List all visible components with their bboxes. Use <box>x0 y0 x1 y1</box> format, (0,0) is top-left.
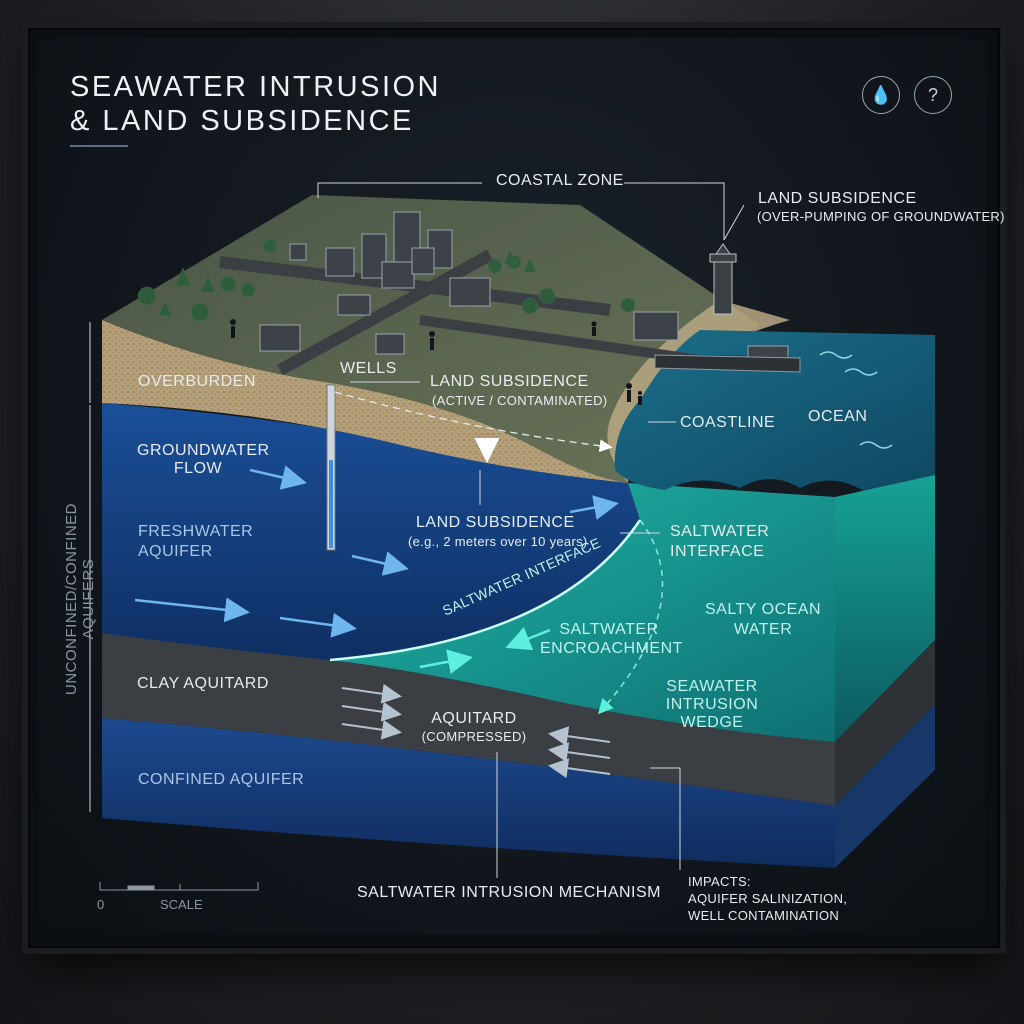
land-subsidence-mid-sub: (ACTIVE / CONTAMINATED) <box>432 393 608 408</box>
scale-bar <box>99 882 259 891</box>
mechanism-label: SALTWATER INTRUSION MECHANISM <box>357 884 661 901</box>
impacts-label: IMPACTS: AQUIFER SALINIZATION, WELL CONT… <box>688 874 848 923</box>
saltwater-interface-label: SALTWATER INTERFACE <box>670 523 770 560</box>
land-subsidence-mid-label: LAND SUBSIDENCE <box>430 373 589 390</box>
coastal-zone-label: COASTAL ZONE <box>496 172 624 189</box>
page-title: SEAWATER INTRUSION & LAND SUBSIDENCE <box>70 70 441 138</box>
overburden-label: OVERBURDEN <box>138 373 256 390</box>
title-line-2: & LAND SUBSIDENCE <box>70 105 414 137</box>
city-buildings <box>259 211 789 361</box>
right-side-clay <box>835 640 935 806</box>
freshwater-aquifer-layer <box>102 403 640 660</box>
land-subsidence-top-label: LAND SUBSIDENCE <box>758 190 917 207</box>
land-subsidence-low-sub: (e.g., 2 meters over 10 years) <box>408 534 588 549</box>
title-rule <box>70 145 128 147</box>
wells-label: WELLS <box>340 360 397 377</box>
coastline-label: COASTLINE <box>680 414 776 431</box>
title-line-1: SEAWATER INTRUSION <box>70 71 441 103</box>
trees <box>137 238 636 322</box>
right-side-salt <box>835 475 935 742</box>
lighthouse <box>709 243 737 315</box>
seawater-intrusion-wedge-label: SEAWATER INTRUSION WEDGE <box>665 678 759 731</box>
land-subsidence-top-sub: (OVER-PUMPING OF GROUNDWATER) <box>757 209 1005 224</box>
aquitard-sub: (COMPRESSED) <box>421 729 527 744</box>
aquitard-label: AQUITARD <box>431 710 517 727</box>
saltwater-wedge <box>330 483 835 742</box>
freshwater-aquifer-label: FRESHWATER AQUIFER <box>138 523 254 560</box>
confined-aquifer-label: CONFINED AQUIFER <box>138 771 305 788</box>
vertical-aquifers-label: UNCONFINED/CONFINED AQUIFERS <box>63 503 97 695</box>
clay-aquitard-label: CLAY AQUITARD <box>137 675 269 692</box>
right-side-confined <box>835 705 935 868</box>
water-drop-icon[interactable]: 💧 <box>862 76 900 114</box>
help-icon[interactable]: ? <box>914 76 952 114</box>
saltwater-encroachment-label: SALTWATER ENCROACHMENT <box>540 621 683 657</box>
ocean-surface <box>614 330 935 497</box>
groundwater-flow-label: GROUNDWATER FLOW <box>137 442 270 477</box>
salty-ocean-water-label: SALTY OCEAN WATER <box>704 601 822 638</box>
land-subsidence-low-label: LAND SUBSIDENCE <box>416 514 575 531</box>
confined-aquifer-layer <box>102 718 835 868</box>
clay-aquitard-layer <box>102 633 835 806</box>
scale-zero: 0 <box>97 897 105 912</box>
people <box>230 319 642 405</box>
scale-label: SCALE <box>160 897 203 912</box>
ocean-label: OCEAN <box>808 408 868 425</box>
